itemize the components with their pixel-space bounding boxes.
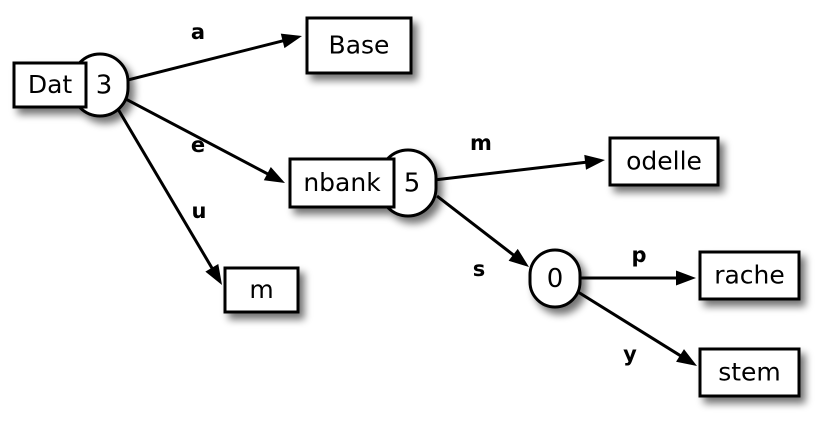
node-rache[interactable]: rache <box>698 250 801 301</box>
edge-s <box>436 194 529 267</box>
edge-line-a <box>115 38 287 85</box>
edge-u <box>113 103 222 285</box>
arrowhead-s <box>508 248 529 267</box>
node-dat[interactable]: 3 Dat <box>12 52 130 118</box>
node-zero[interactable]: 0 <box>528 248 582 309</box>
box-shape-rache <box>698 250 801 301</box>
edge-label-s: s <box>473 257 486 281</box>
box-label-m: m <box>249 275 273 304</box>
state-label-nbank: 5 <box>404 169 421 199</box>
box-label-stem: stem <box>718 358 781 387</box>
box-shape-odelle <box>608 136 720 187</box>
edge-labels-layer: a e u m s p y <box>191 20 647 366</box>
box-label-rache: rache <box>714 261 785 290</box>
box-label-odelle: odelle <box>626 147 702 176</box>
arrowhead-m <box>584 154 605 170</box>
edge-p <box>580 270 696 286</box>
box-shape-stem <box>698 347 801 398</box>
box-shape-m <box>223 266 300 314</box>
edge-label-p: p <box>631 243 646 267</box>
edge-label-a: a <box>191 20 205 44</box>
edge-a <box>115 33 302 85</box>
box-shape-dat <box>12 61 88 109</box>
state-label-zero: 0 <box>547 264 564 294</box>
arrowhead-y <box>676 349 697 366</box>
edge-label-m: m <box>470 131 492 155</box>
arrowhead-p <box>676 270 696 286</box>
edge-line-u <box>113 103 216 272</box>
edge-label-y: y <box>623 342 637 366</box>
edge-e <box>119 94 285 183</box>
edge-m <box>433 154 605 182</box>
edge-line-e <box>119 94 272 177</box>
box-shape-base <box>305 16 413 75</box>
edge-y <box>577 290 697 366</box>
edges-layer <box>113 33 697 366</box>
box-label-base: Base <box>329 31 390 60</box>
arrowhead-a <box>280 33 302 49</box>
edge-label-u: u <box>192 199 207 223</box>
edge-line-s <box>436 194 518 259</box>
arrowhead-u <box>205 263 222 285</box>
node-m[interactable]: m <box>223 266 300 314</box>
nodes-layer: 3 Dat Base 5 nbank m odelle 0 rache stem <box>12 16 801 398</box>
box-label-dat: Dat <box>28 70 73 99</box>
state-shape-zero <box>528 248 582 309</box>
node-stem[interactable]: stem <box>698 347 801 398</box>
edge-line-m <box>433 160 590 182</box>
arrowhead-e <box>263 167 285 183</box>
edge-label-e: e <box>191 133 205 157</box>
box-shape-nbank <box>288 157 396 209</box>
box-label-nbank: nbank <box>303 168 381 197</box>
node-base[interactable]: Base <box>305 16 413 75</box>
node-odelle[interactable]: odelle <box>608 136 720 187</box>
state-label-dat: 3 <box>96 71 113 101</box>
node-nbank[interactable]: 5 nbank <box>288 148 438 218</box>
edge-line-y <box>577 290 685 359</box>
